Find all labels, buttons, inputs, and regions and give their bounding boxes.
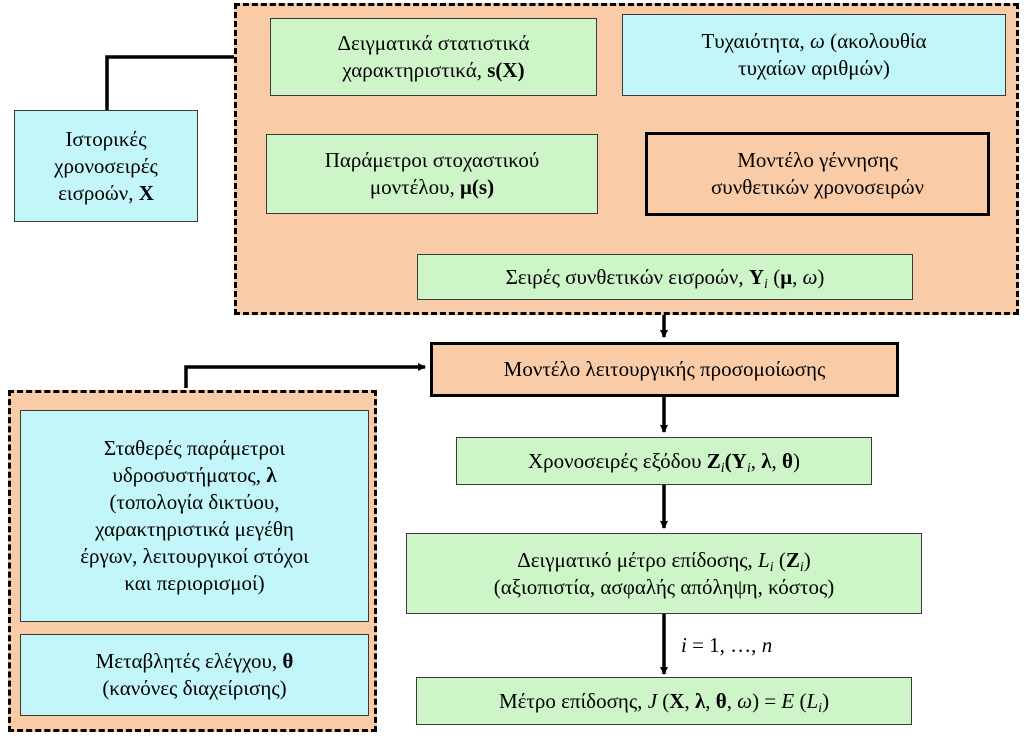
synth-model-box: Μοντέλο γέννησης συνθετικών χρονοσειρών [645,132,990,216]
edge-historical-to-stats [105,53,269,110]
operation-model-box: Μοντέλο λειτουργικής προσομοίωσης [430,342,899,397]
historical-box: Ιστορικές χρονοσειρές εισροών, X [14,110,198,222]
edge-fixed-to-operation [184,363,426,388]
randomness-box: Τυχαιότητα, ω (ακολουθία τυχαίων αριθμών… [622,14,1006,96]
sample-perf-box: Δειγματικό μέτρο επίδοσης, Li (Zi) (αξιο… [406,533,922,614]
perf-box: Μέτρο επίδοσης, J (X, λ, θ, ω) = E (Li) [416,677,912,725]
synth-series-box: Σειρές συνθετικών εισροών, Yi (μ, ω) [417,254,913,300]
params-box: Παράμετροι στοχαστικού μοντέλου, μ(s) [266,134,598,214]
control-vars-box: Μεταβλητές ελέγχου, θ (κανόνες διαχείρισ… [20,634,369,716]
iteration-label: i = 1, …, n [681,633,773,657]
output-series-box: Χρονοσειρές εξόδου Zi(Yi, λ, θ) [456,437,872,485]
fixed-params-box: Σταθερές παράμετροι υδροσυστήματος, λ (τ… [20,410,369,622]
sample-stats-box: Δειγματικά στατιστικά χαρακτηριστικά, s(… [270,18,597,96]
